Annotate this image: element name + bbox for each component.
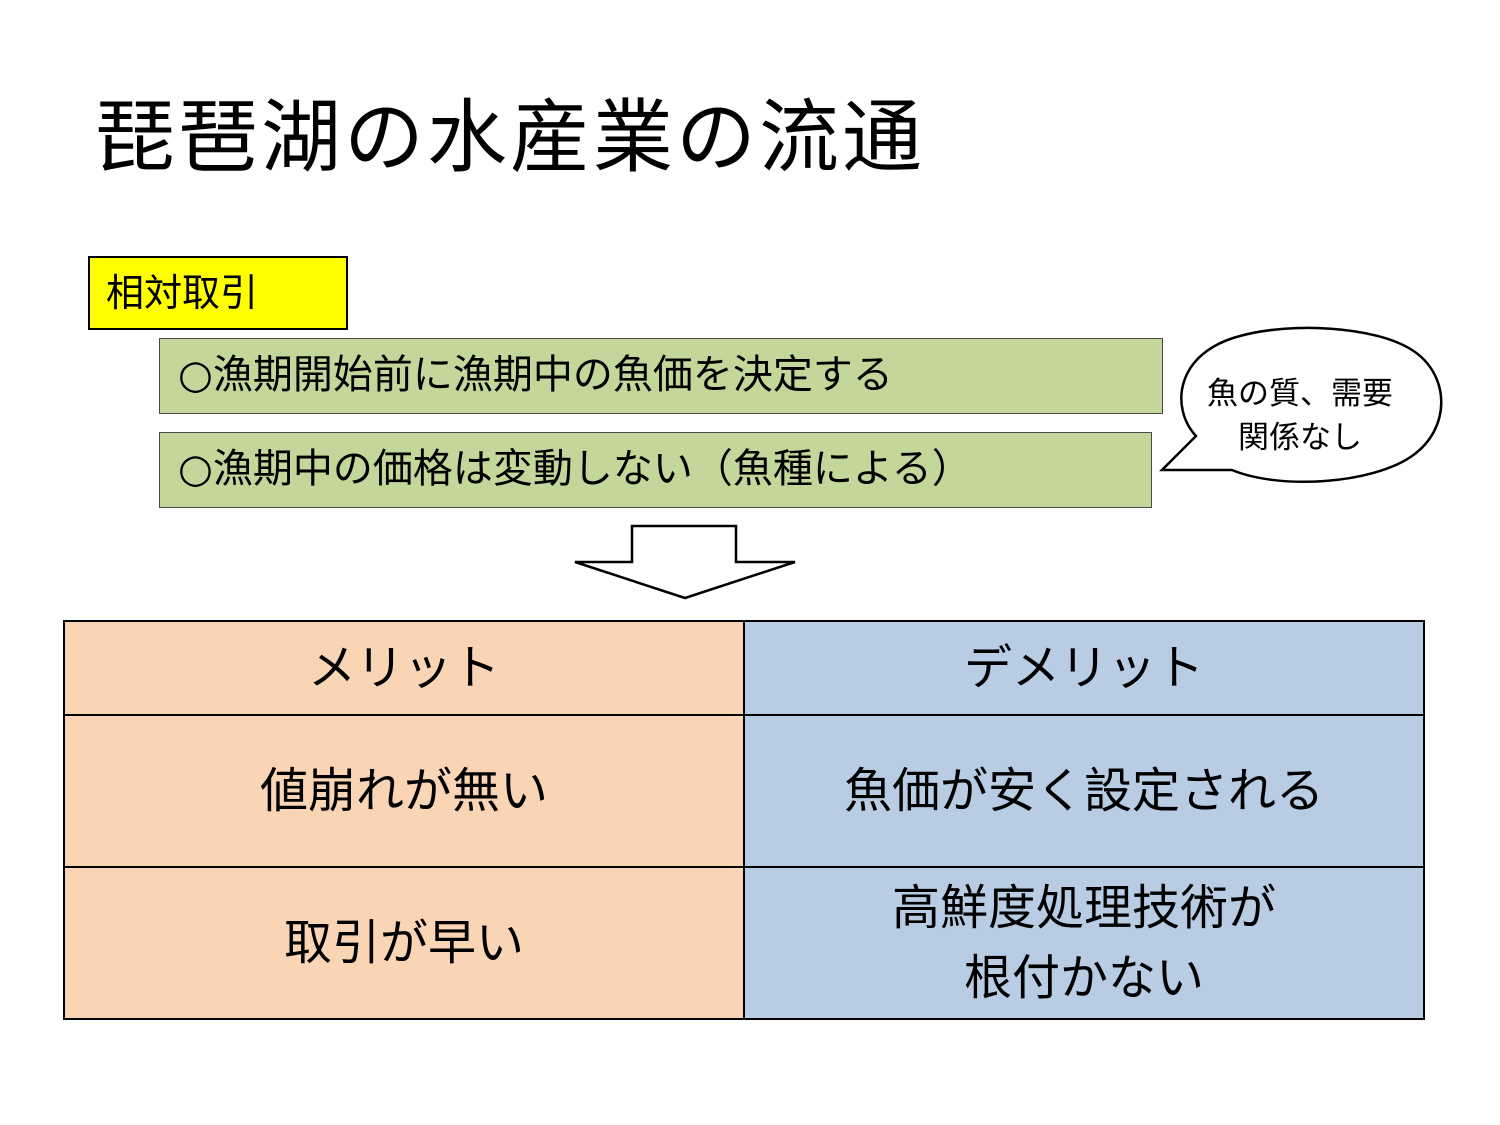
section-tag: 相対取引	[88, 256, 348, 330]
bullet-item: ○漁期中の価格は変動しない（魚種による）	[159, 432, 1152, 508]
down-arrow-icon	[574, 524, 796, 600]
merit-cell: 値崩れが無い	[63, 714, 745, 868]
speech-bubble-line: 魚の質、需要	[1207, 376, 1393, 412]
table-row: 取引が早い 高鮮度処理技術が 根付かない	[63, 866, 1425, 1020]
demerit-header: デメリット	[743, 620, 1425, 716]
page-title: 琵琶湖の水産業の流通	[95, 91, 925, 184]
merit-cell: 取引が早い	[63, 866, 745, 1020]
merit-header: メリット	[63, 620, 745, 716]
bullet-item: ○漁期開始前に漁期中の魚価を決定する	[159, 338, 1163, 414]
speech-bubble-line: 関係なし	[1238, 420, 1362, 456]
demerit-cell: 魚価が安く設定される	[743, 714, 1425, 868]
table-row: 値崩れが無い 魚価が安く設定される	[63, 714, 1425, 868]
demerit-line: 根付かない	[963, 950, 1204, 1006]
speech-bubble-shape	[1158, 326, 1443, 483]
demerit-line: 高鮮度処理技術が	[891, 880, 1276, 936]
merit-demerit-table: メリット デメリット 値崩れが無い 魚価が安く設定される 取引が早い 高鮮度処理…	[63, 620, 1425, 1020]
table-header-row: メリット デメリット	[63, 620, 1425, 716]
speech-bubble-text: 魚の質、需要 関係なし	[1175, 372, 1425, 460]
demerit-line: 魚価が安く設定される	[843, 763, 1324, 819]
demerit-cell: 高鮮度処理技術が 根付かない	[743, 866, 1425, 1020]
